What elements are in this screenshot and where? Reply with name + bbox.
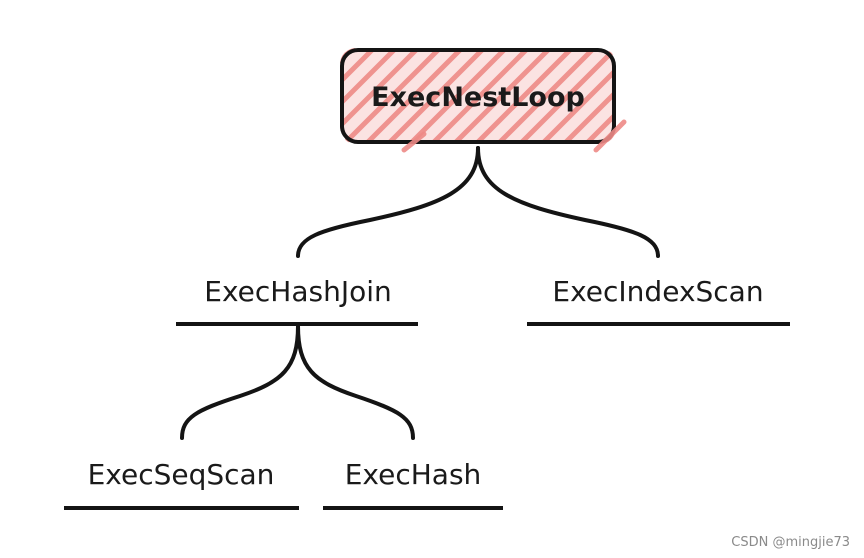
watermark: CSDN @mingjie73 [731,535,850,550]
node-exechashjoin: ExecHashJoin [176,275,418,326]
connector-root-indexscan [476,146,660,258]
node-execindexscan: ExecIndexScan [527,275,790,326]
root-node-label: ExecNestLoop [371,82,585,113]
node-label-exechashjoin: ExecHashJoin [204,275,391,308]
connector-root-hashjoin [296,146,480,258]
root-node-hatch [340,48,616,144]
hatch-overflow [401,131,427,153]
connector-hashjoin-seqscan [180,324,300,440]
root-node: ExecNestLoop [340,48,627,153]
root-node-border [340,48,616,144]
node-execseqscan: ExecSeqScan [64,458,299,510]
node-label-execindexscan: ExecIndexScan [552,275,763,308]
node-exechash: ExecHash [323,458,503,510]
node-label-execseqscan: ExecSeqScan [88,458,275,491]
hatch-overflow [593,119,627,153]
node-label-exechash: ExecHash [345,458,482,491]
connector-hashjoin-hash [296,324,415,440]
